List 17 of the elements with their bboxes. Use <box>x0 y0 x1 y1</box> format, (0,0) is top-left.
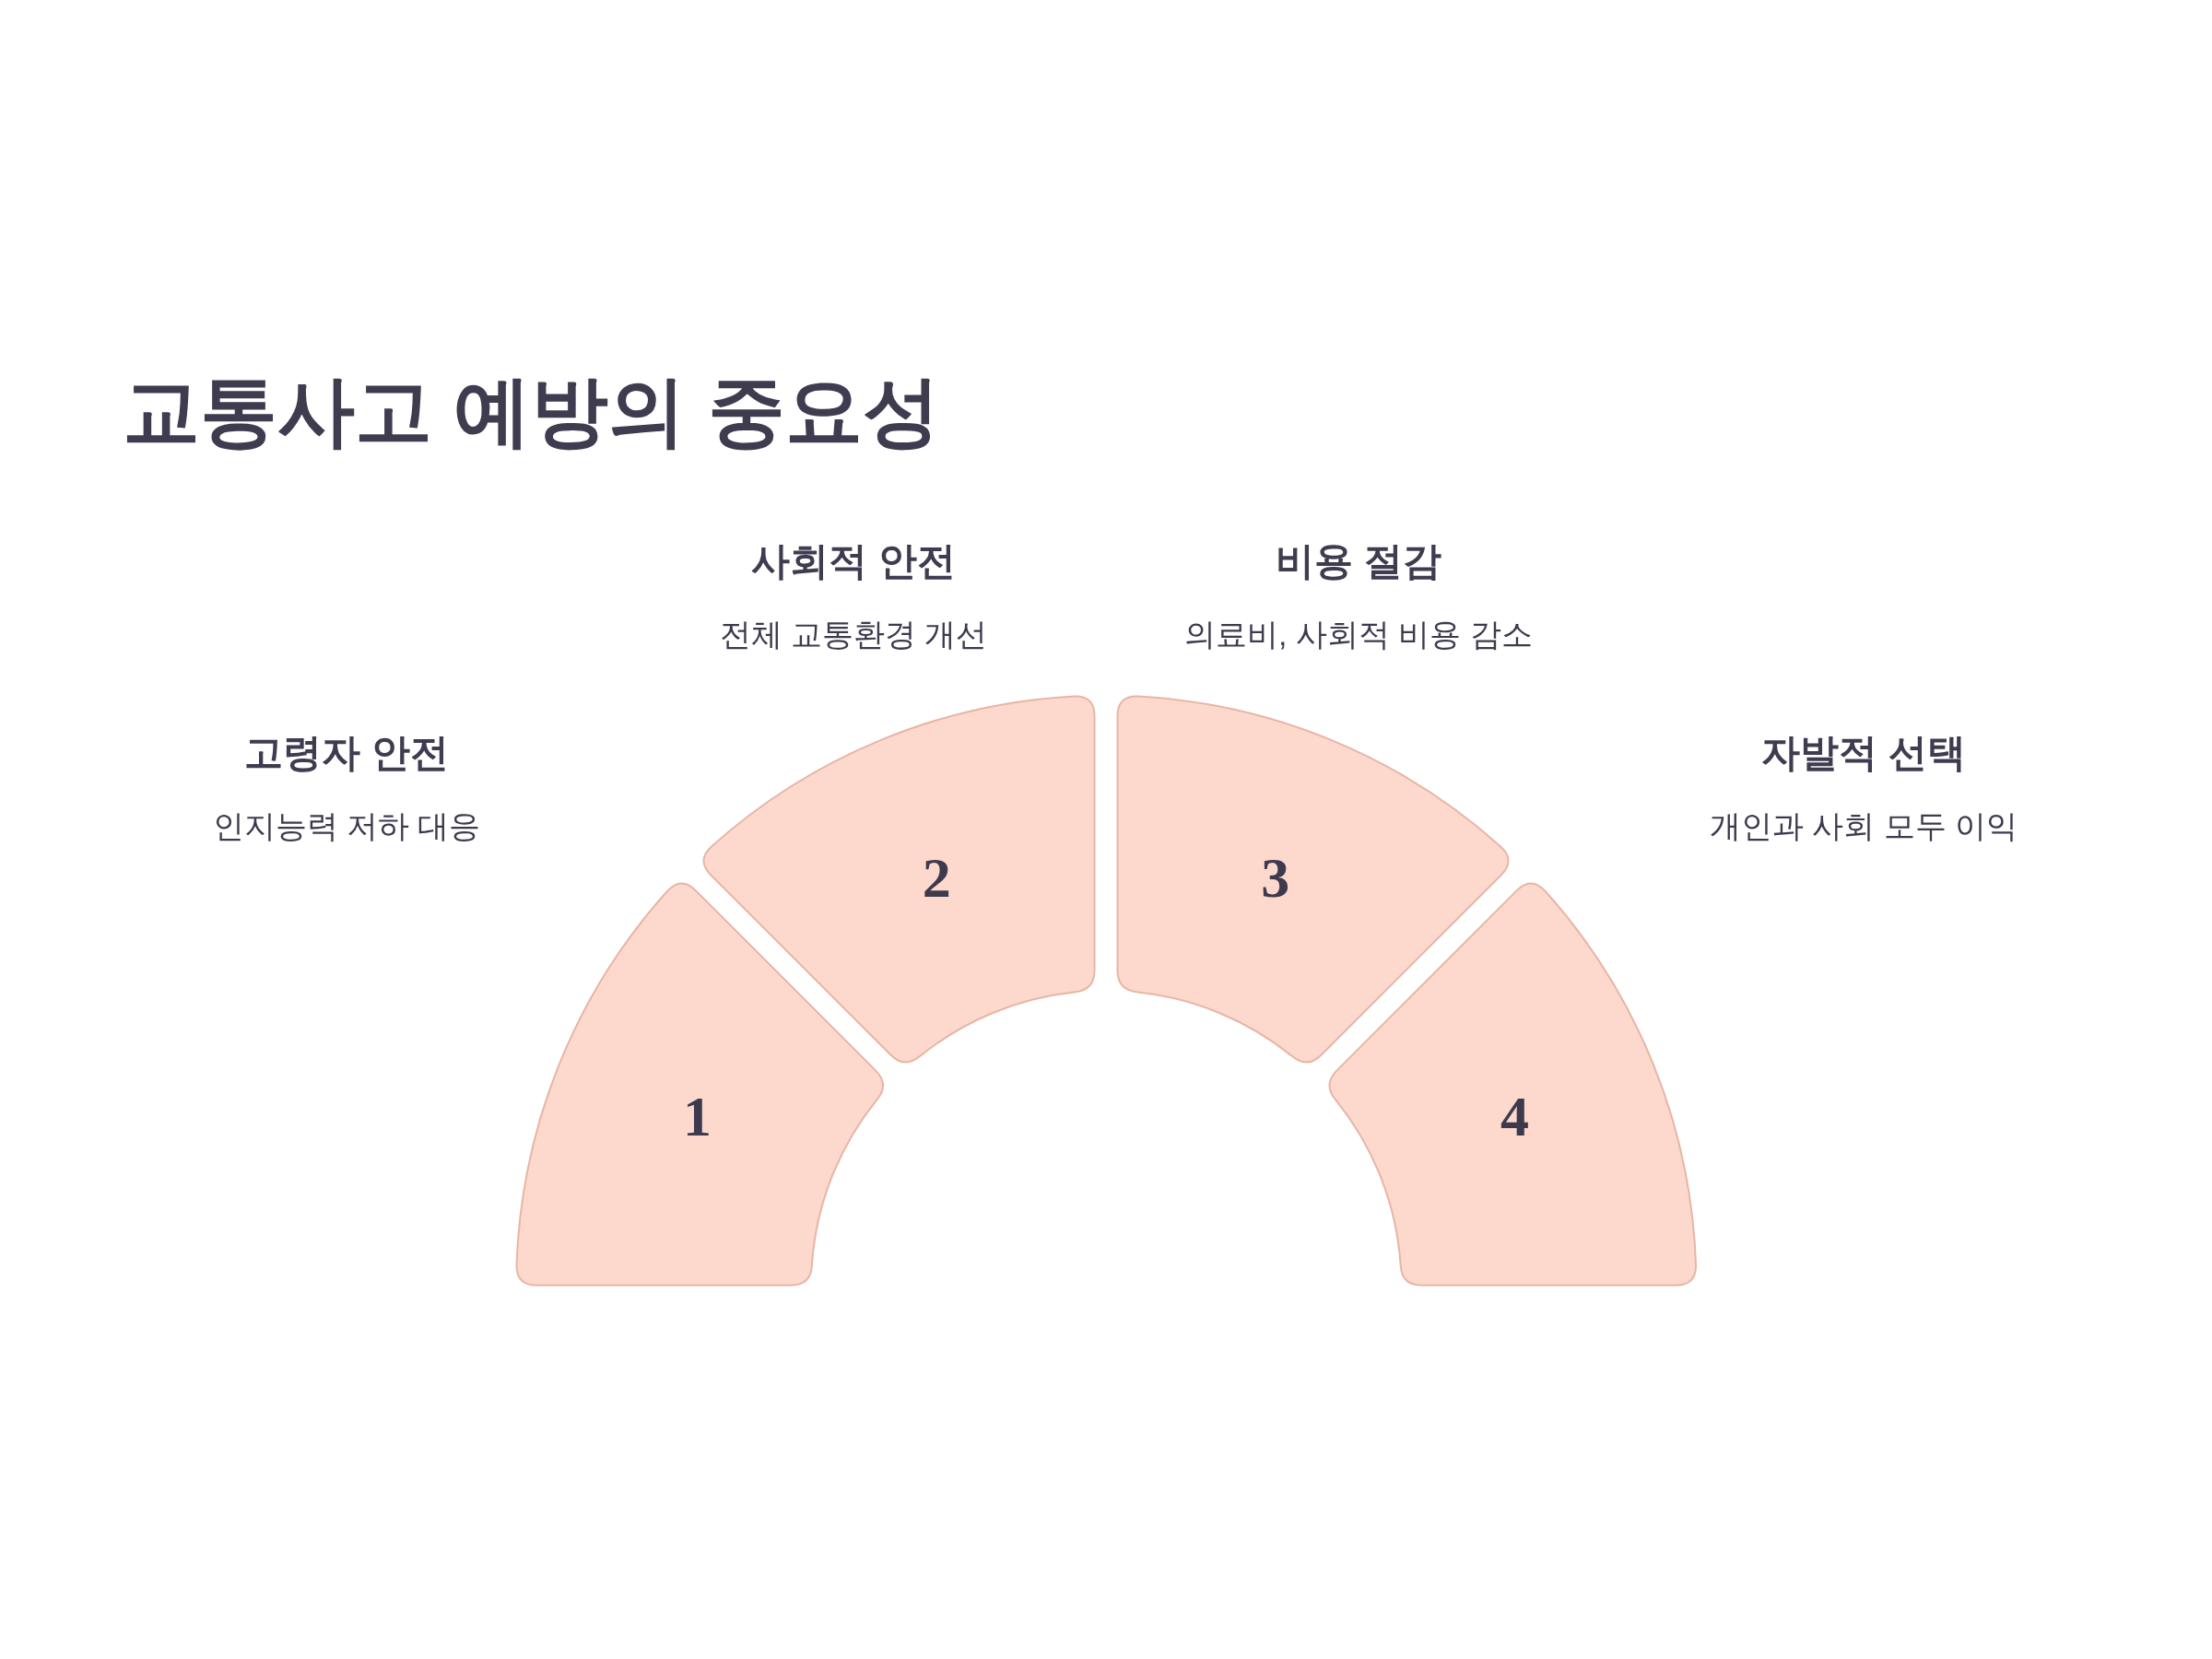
segment-heading: 비용 절감 <box>1276 538 1441 584</box>
segment-description: 인지능력 저하 대응 <box>212 807 481 846</box>
ring-segment <box>1115 695 1510 1065</box>
title: 교통사고 예방의 중요성 <box>123 367 940 456</box>
segment-number: 2 <box>922 848 951 906</box>
segment-description: 개인과 사회 모두 이익 <box>1709 807 2018 846</box>
ring-segment <box>1327 882 1698 1288</box>
segment-heading: 자발적 선택 <box>1761 730 1966 776</box>
segment-description: 전체 교통환경 개선 <box>719 616 988 654</box>
segment-number: 1 <box>683 1088 712 1146</box>
segment-description: 의료비, 사회적 비용 감소 <box>1184 616 1533 654</box>
segment-number: 4 <box>1500 1088 1529 1146</box>
segment-heading: 사회적 안전 <box>751 538 956 584</box>
segment-heading: 고령자 안전 <box>244 730 449 776</box>
ring-segment <box>702 695 1097 1065</box>
segment-number: 3 <box>1261 848 1290 906</box>
ring-segment <box>514 882 885 1288</box>
